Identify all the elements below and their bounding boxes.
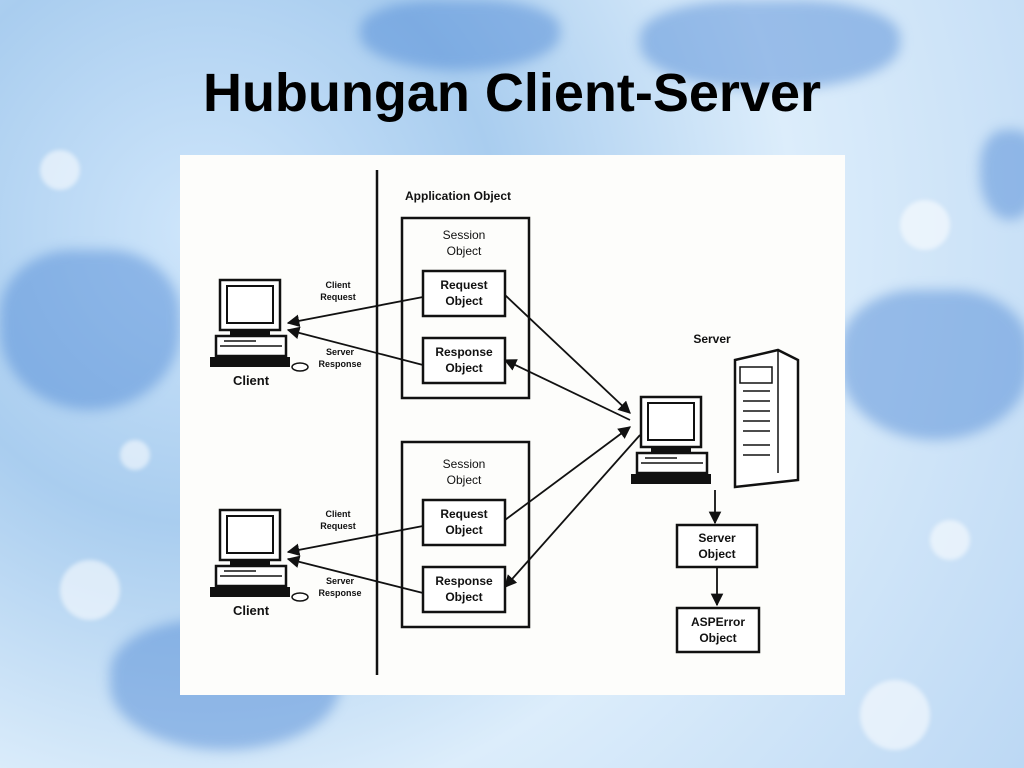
background-heart <box>640 0 900 90</box>
request-object-label: Request <box>440 278 487 292</box>
diagram-canvas: Application Object Session Object Reques… <box>208 170 800 675</box>
response-object-box <box>421 336 507 385</box>
background-bokeh <box>60 560 120 620</box>
server-response-label: Server <box>326 347 355 357</box>
response-object-box <box>421 565 507 614</box>
request-object-label: Request <box>440 507 487 521</box>
mouse-icon <box>291 592 309 602</box>
client-computer-icon <box>208 508 292 599</box>
request-to-server-arrow <box>504 294 631 414</box>
response-object-label: Response <box>435 574 493 588</box>
request-to-server-arrow <box>504 426 632 521</box>
request-object-box <box>421 498 507 547</box>
session-label: Object <box>447 244 482 258</box>
server-label: Server <box>693 332 731 346</box>
background-bokeh <box>930 520 970 560</box>
server-response-label: Server <box>326 576 355 586</box>
request-object-label: Object <box>445 523 482 537</box>
server-object-label: Server <box>698 531 736 545</box>
server-response-arrow <box>286 326 424 366</box>
asperror-object-box <box>675 606 761 654</box>
server-response-label: Response <box>318 359 361 369</box>
mouse-icon <box>291 362 309 372</box>
asperror-object-label: ASPError <box>691 615 745 629</box>
client-request-label: Client <box>325 509 350 519</box>
response-object-label: Object <box>445 361 482 375</box>
client-label: Client <box>233 373 270 388</box>
background-heart <box>840 290 1024 440</box>
server-computer-icon <box>629 395 713 486</box>
background-bokeh <box>120 440 150 470</box>
slide-title: Hubungan Client-Server <box>202 63 822 123</box>
session-object-box <box>400 216 531 400</box>
background-bokeh <box>860 680 930 750</box>
client-request-label: Request <box>320 292 356 302</box>
server-response-arrow <box>286 555 424 594</box>
request-object-box <box>421 269 507 318</box>
session-object-box <box>400 440 531 629</box>
asperror-object-label: Object <box>699 631 736 645</box>
background-bokeh <box>900 200 950 250</box>
client-request-arrow <box>286 525 424 557</box>
request-object-label: Object <box>445 294 482 308</box>
response-object-label: Object <box>445 590 482 604</box>
server-tower-icon <box>733 348 800 489</box>
client-label: Client <box>233 603 270 618</box>
server-response-label: Response <box>318 588 361 598</box>
response-object-label: Response <box>435 345 493 359</box>
background-heart <box>980 130 1024 220</box>
session-label: Object <box>447 473 482 487</box>
client-computer-icon <box>208 278 292 369</box>
background-bokeh <box>40 150 80 190</box>
server-object-label: Object <box>698 547 735 561</box>
background-heart <box>360 0 560 70</box>
session-label: Session <box>443 228 486 242</box>
client-request-label: Client <box>325 280 350 290</box>
application-object-label: Application Object <box>405 189 511 203</box>
client-request-label: Request <box>320 521 356 531</box>
client-request-arrow <box>286 296 424 328</box>
server-to-response-arrow <box>504 434 641 588</box>
background-heart <box>0 250 180 410</box>
session-label: Session <box>443 457 486 471</box>
client-server-diagram: Application Object Session Object Reques… <box>180 155 845 695</box>
server-to-response-arrow <box>503 359 631 421</box>
